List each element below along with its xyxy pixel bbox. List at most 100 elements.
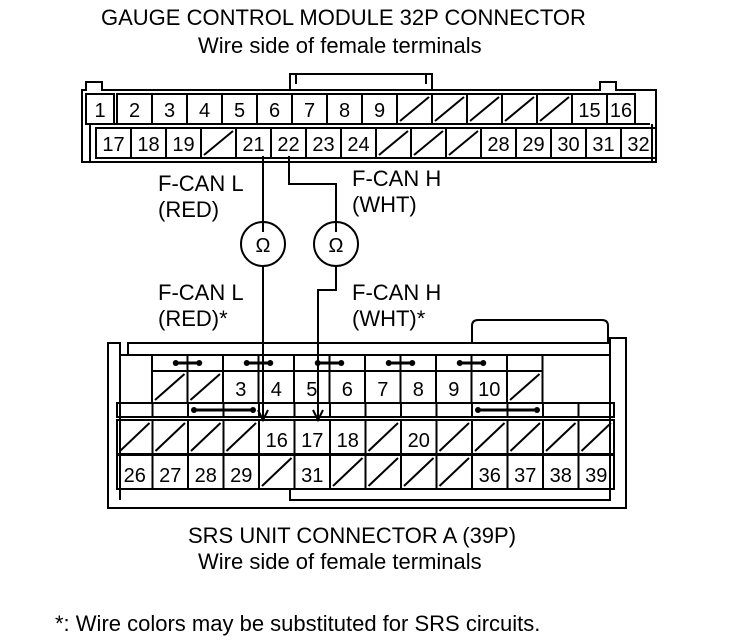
srs-terminal-row3: 39	[577, 454, 615, 490]
srs-terminal-row2	[542, 419, 580, 455]
empty-terminal-slash	[367, 457, 399, 487]
srs-terminal-row2	[187, 419, 225, 455]
srs-row-mid-cell	[542, 402, 580, 418]
gauge-terminal-row1: 16	[606, 93, 636, 125]
srs-terminal-row2	[222, 419, 260, 455]
terminal-number: 29	[230, 465, 252, 487]
srs-terminal-row1: 10	[470, 370, 508, 404]
terminal-number: 21	[242, 134, 264, 156]
terminal-number: 37	[514, 465, 536, 487]
gauge-terminal-row1	[431, 93, 468, 125]
terminal-number: 7	[377, 379, 388, 401]
terminal-number: 30	[557, 134, 579, 156]
srs-terminal-row1: 9	[435, 370, 473, 404]
gauge-terminal-row1: 4	[186, 93, 223, 125]
empty-terminal-slash	[378, 130, 409, 156]
srs-terminal-row3: 28	[187, 454, 225, 490]
empty-terminal-slash	[154, 422, 186, 452]
gauge-terminal-row1	[396, 93, 433, 125]
terminal-number: 9	[374, 100, 385, 122]
srs-terminal-row3: 26	[116, 454, 154, 490]
terminal-number: 8	[339, 100, 350, 122]
shorting-bar-end	[456, 360, 463, 366]
gauge-terminal-row1: 1	[85, 93, 115, 125]
gauge-terminal-row2: 31	[585, 127, 622, 159]
srs-terminal-row3: 31	[293, 454, 331, 490]
srs-row-mid-cell	[435, 402, 473, 418]
srs-terminal-row3: 38	[542, 454, 580, 490]
srs-terminal-row3	[364, 454, 402, 490]
probe-label-lower-right-line2: (WHT)*	[352, 306, 426, 331]
srs-connector-lock-tab	[471, 319, 609, 343]
shorting-bar-end	[409, 360, 416, 366]
shorting-bar-end	[196, 360, 203, 366]
terminal-number: 17	[102, 134, 124, 156]
terminal-number: 20	[408, 430, 430, 452]
gauge-terminal-row2: 29	[515, 127, 552, 159]
shorting-bar-end	[191, 407, 197, 413]
shorting-bar-end	[480, 360, 487, 366]
srs-lower-bracket	[289, 489, 611, 501]
gauge-terminal-row1: 8	[326, 93, 363, 125]
terminal-number: 6	[342, 379, 353, 401]
terminal-number: 5	[306, 379, 317, 401]
gauge-terminal-row1: 3	[151, 93, 188, 125]
gauge-terminal-row1: 2	[116, 93, 153, 125]
gauge-terminal-row2: 28	[480, 127, 517, 159]
terminal-number: 38	[550, 465, 572, 487]
srs-terminal-row2	[435, 419, 473, 455]
gauge-terminal-row1: 6	[256, 93, 293, 125]
probe-label-lower-right-line1: F-CAN H	[352, 280, 442, 305]
terminal-number: 15	[578, 100, 600, 122]
srs-terminal-row1	[506, 370, 544, 404]
gauge-terminal-row2	[200, 127, 237, 159]
empty-terminal-slash	[504, 96, 535, 122]
empty-terminal-slash	[474, 422, 506, 452]
ohm-symbol-right: Ω	[329, 235, 344, 257]
srs-row-mid-cell	[151, 402, 189, 418]
srs-terminal-row3	[435, 454, 473, 490]
ohmmeter-right	[313, 221, 359, 267]
srs-row-mid-cell	[364, 402, 402, 418]
empty-terminal-slash	[580, 422, 612, 452]
gauge-terminal-row1	[466, 93, 503, 125]
srs-terminal-row2	[506, 419, 544, 455]
shorting-bar-end	[250, 407, 256, 413]
terminal-number: 24	[347, 134, 369, 156]
terminal-number: 27	[159, 465, 181, 487]
gauge-terminal-row2: 24	[340, 127, 377, 159]
gauge-terminal-row1: 7	[291, 93, 328, 125]
terminal-number: 26	[124, 465, 146, 487]
empty-terminal-slash	[438, 457, 470, 487]
gauge-terminal-row2	[410, 127, 447, 159]
empty-terminal-slash	[469, 96, 500, 122]
shorting-bar-end	[243, 360, 250, 366]
empty-terminal-slash	[332, 457, 364, 487]
srs-row-mid-cell	[577, 402, 615, 418]
srs-row-mid-cell	[400, 402, 438, 418]
empty-terminal-slash	[509, 373, 541, 401]
srs-terminal-row3	[258, 454, 296, 490]
terminal-number: 7	[304, 100, 315, 122]
srs-row-mid-cell	[258, 402, 296, 418]
gauge-terminal-row1: 15	[571, 93, 608, 125]
probe-label-upper-right-line2: (WHT)	[352, 192, 417, 217]
gauge-connector-subtitle: Wire side of female terminals	[198, 33, 482, 58]
empty-terminal-slash	[403, 457, 435, 487]
probe-label-upper-right-line1: F-CAN H	[352, 166, 442, 191]
srs-terminal-row1	[151, 370, 189, 404]
terminal-number: 6	[269, 100, 280, 122]
srs-terminal-row3	[400, 454, 438, 490]
empty-terminal-slash	[509, 422, 541, 452]
shorting-bar-end	[338, 360, 345, 366]
gauge-terminal-row2: 30	[550, 127, 587, 159]
srs-terminal-row3: 36	[471, 454, 509, 490]
empty-terminal-slash	[545, 422, 577, 452]
srs-terminal-row3: 29	[222, 454, 260, 490]
terminal-number: 4	[271, 379, 282, 401]
terminal-number: 31	[301, 465, 323, 487]
terminal-number: 2	[129, 100, 140, 122]
terminal-number: 19	[172, 134, 194, 156]
terminal-number: 29	[522, 134, 544, 156]
terminal-number: 5	[234, 100, 245, 122]
